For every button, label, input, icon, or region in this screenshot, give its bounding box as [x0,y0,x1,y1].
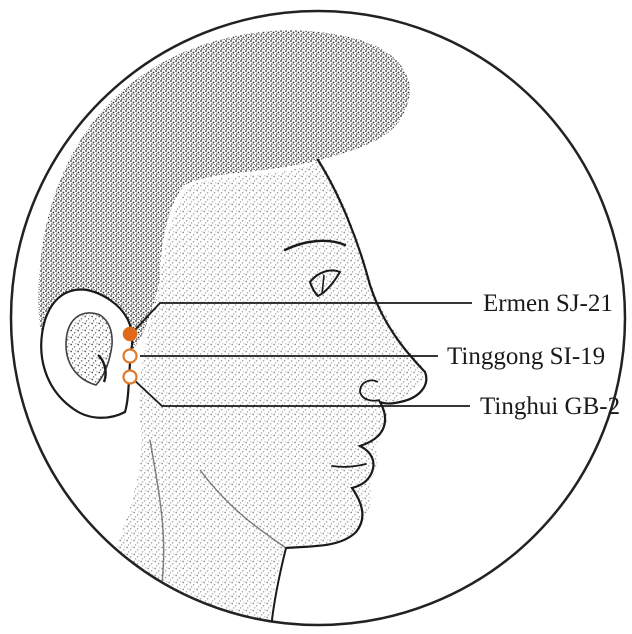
label-tinggong: Tinggong SI-19 [447,343,605,370]
label-tinghui: Tinghui GB-2 [480,393,620,420]
label-ermen: Ermen SJ-21 [483,290,613,317]
point-ermen [124,328,137,341]
point-tinggong [124,350,137,363]
point-tinghui [124,371,137,384]
